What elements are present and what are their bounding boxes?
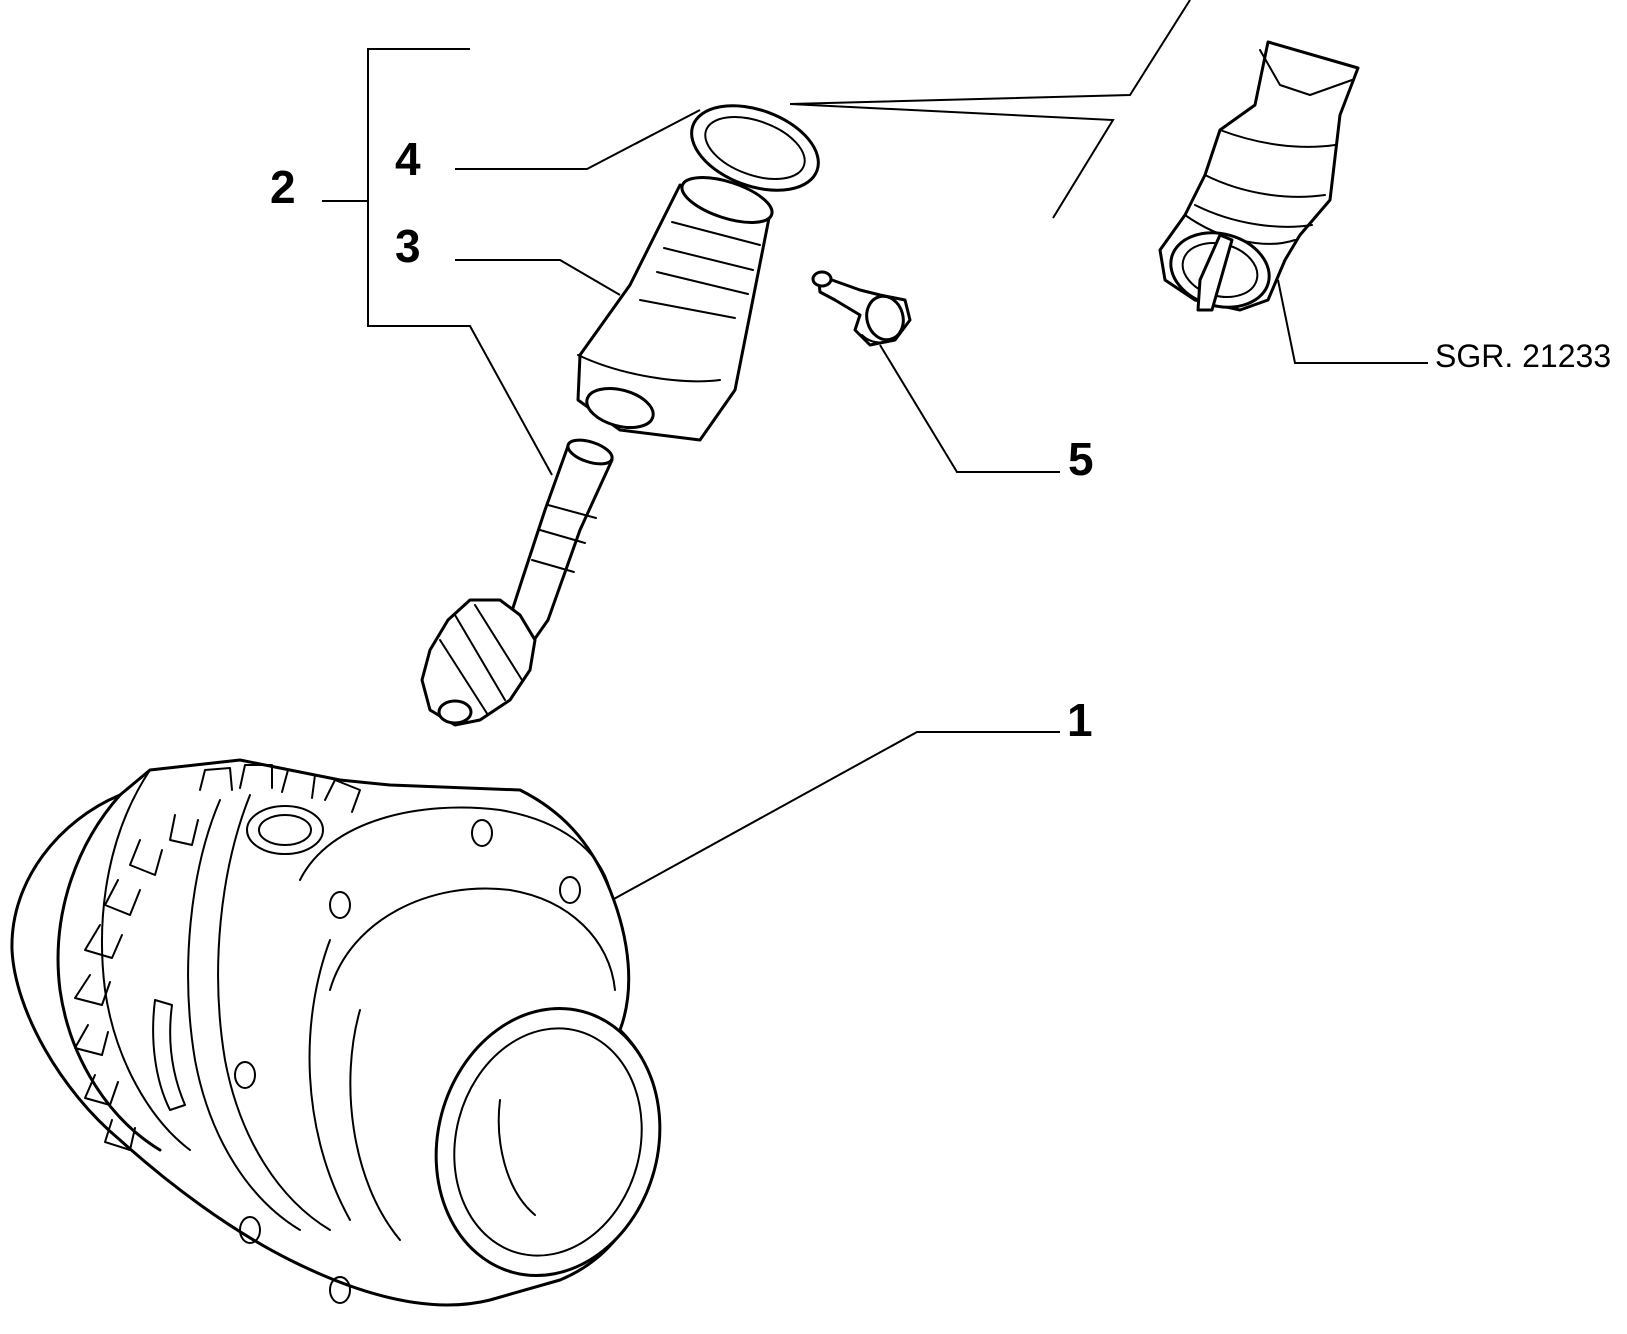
- leader-line-1: [611, 731, 1060, 901]
- o-ring-seal-icon: [690, 104, 820, 192]
- callout-sgr-reference: SGR. 21233: [1435, 338, 1612, 374]
- leader-line-5: [879, 344, 1060, 473]
- screw-icon: [811, 270, 912, 347]
- ref-link-lines: [789, 0, 1191, 105]
- leader-lines: [322, 0, 1428, 901]
- leader-line-4: [455, 109, 701, 170]
- callout-3: 3: [395, 220, 421, 272]
- callout-2: 2: [270, 161, 296, 213]
- callout-4: 4: [395, 133, 421, 185]
- ring-gear-teeth: [74, 764, 361, 1151]
- speed-sensor-icon: [1158, 40, 1360, 312]
- bracket-2: [367, 48, 553, 476]
- drive-gear-shaft-icon: [420, 438, 614, 727]
- differential-housing-icon: [10, 758, 662, 1307]
- callout-1: 1: [1067, 694, 1093, 746]
- drive-gear-bushing-icon: [576, 176, 774, 442]
- ref-link-lines-2: [789, 103, 1115, 219]
- leader-line-ref: [1277, 279, 1428, 364]
- leader-line-3: [455, 259, 621, 296]
- callout-5: 5: [1068, 433, 1094, 485]
